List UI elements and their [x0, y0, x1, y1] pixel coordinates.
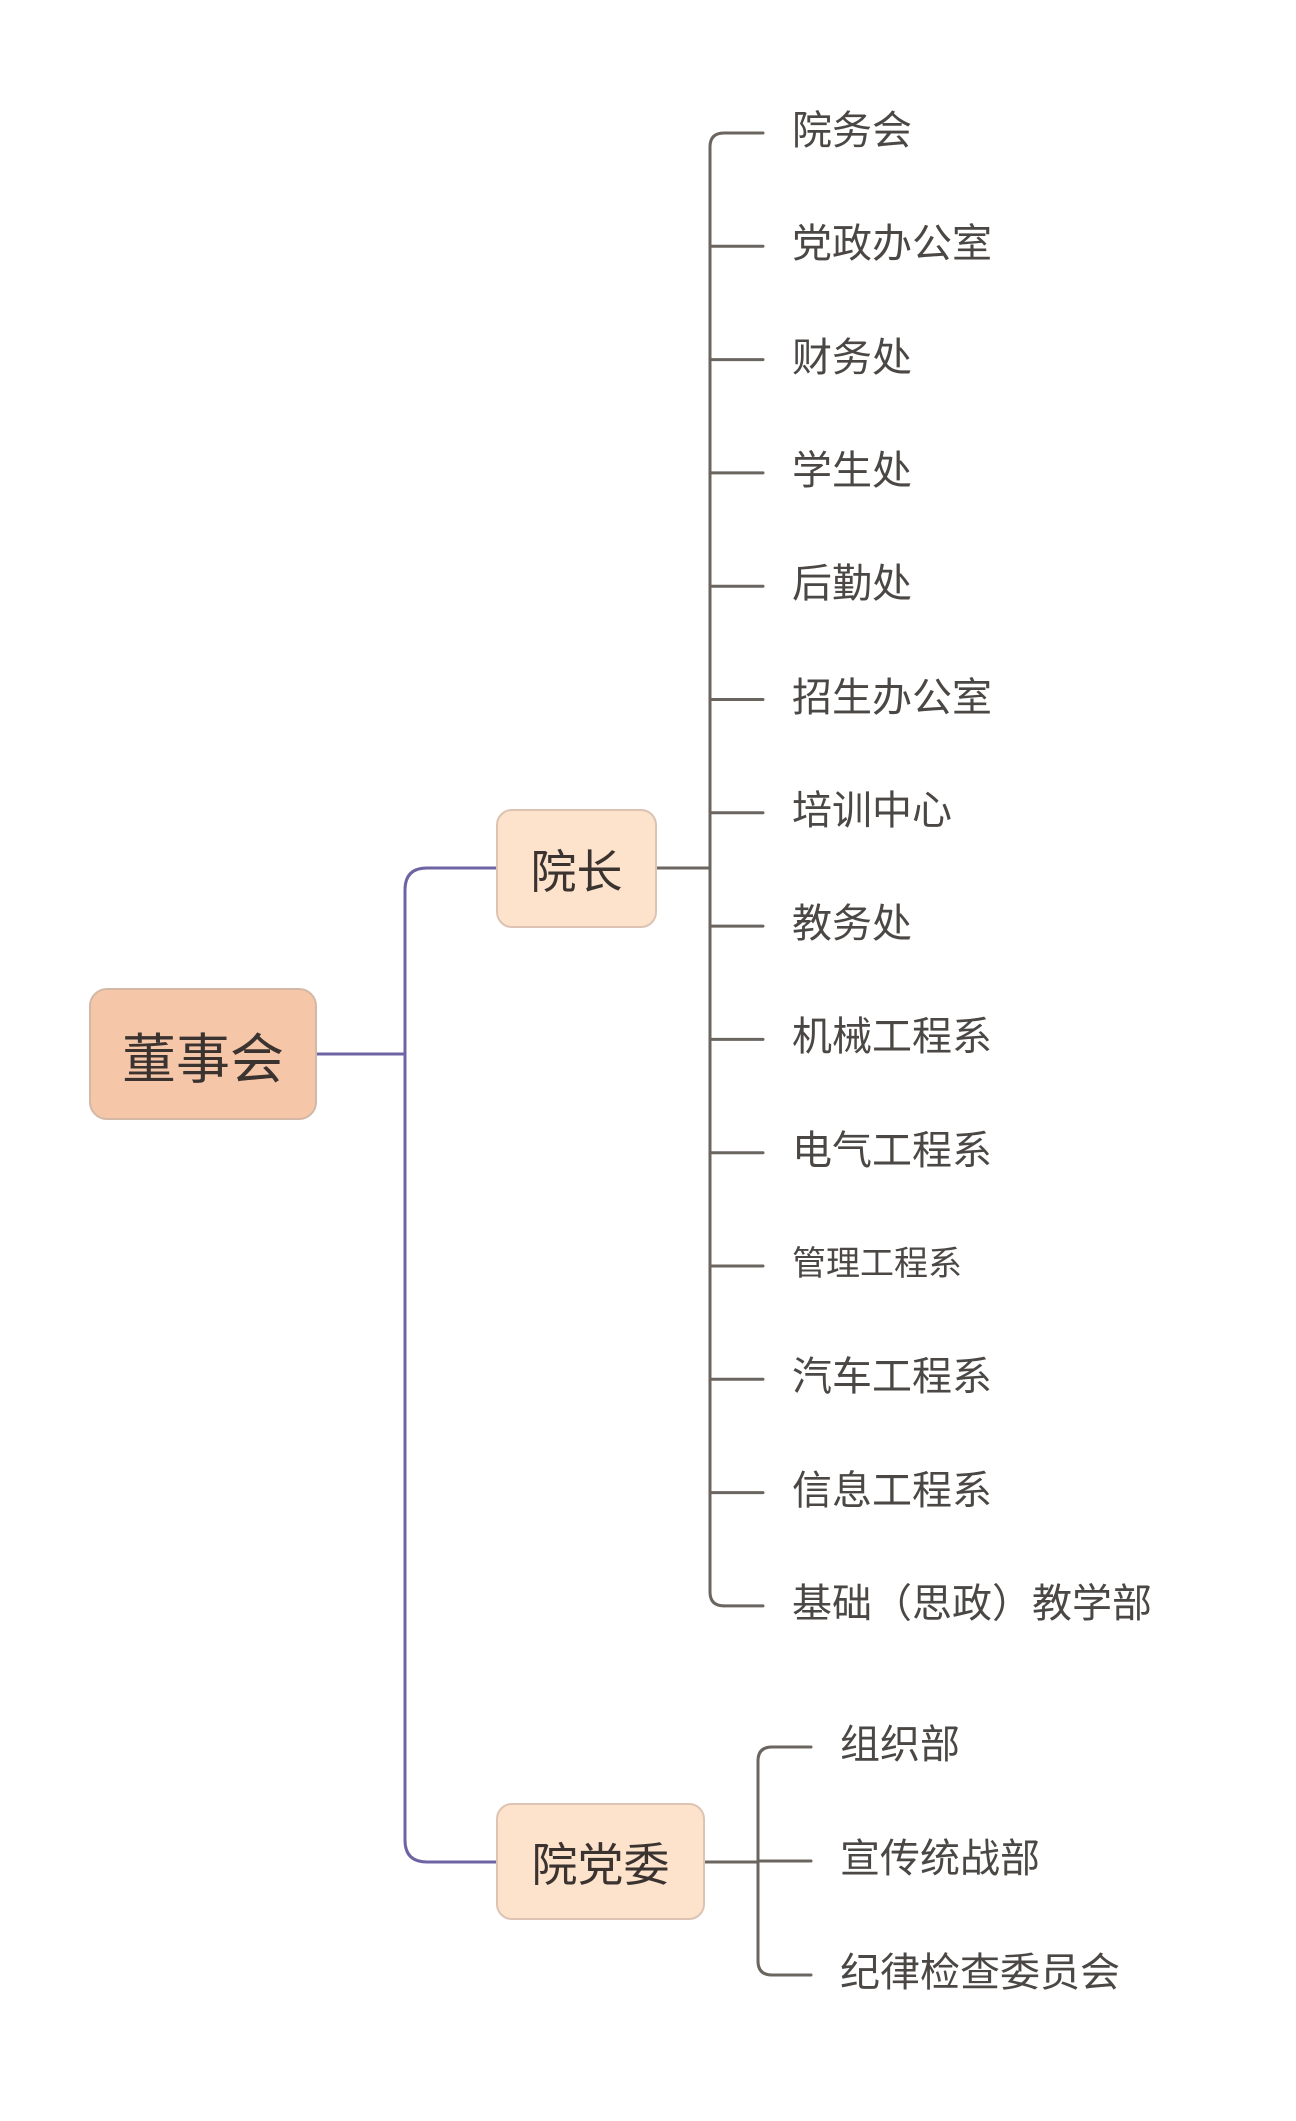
- president-subordinate-item-9[interactable]: 机械工程系: [792, 1014, 992, 1061]
- president-subordinate-item-10[interactable]: 电气工程系: [792, 1127, 992, 1174]
- president-subordinate-item-2[interactable]: 党政办公室: [792, 221, 992, 268]
- president-subordinate-item-12[interactable]: 汽车工程系: [792, 1354, 992, 1401]
- president-subordinate-item-3[interactable]: 财务处: [792, 334, 912, 381]
- president-subordinate-spine: [708, 131, 726, 1608]
- president-subordinate-item-4[interactable]: 学生处: [792, 447, 912, 494]
- connector-root-to-party-committee: [403, 1052, 498, 1864]
- president-subordinate-item-1[interactable]: 院务会: [792, 108, 912, 154]
- president-subordinate-item-6[interactable]: 招生办公室: [792, 674, 992, 721]
- president-subordinate-item-5[interactable]: 后勤处: [792, 561, 912, 608]
- branch-node-party-committee[interactable]: 院党委: [496, 1803, 705, 1920]
- connector-root-to-president: [403, 866, 498, 1056]
- root-node-board[interactable]: 董事会: [89, 988, 317, 1120]
- party-committee-subordinate-item-3[interactable]: 纪律检查委员会: [840, 1950, 1120, 1996]
- president-subordinate-item-14[interactable]: 基础（思政）教学部: [792, 1580, 1152, 1627]
- president-subordinate-item-11[interactable]: 管理工程系: [792, 1244, 962, 1285]
- branch-node-president[interactable]: 院长: [496, 809, 657, 928]
- president-subordinate-item-13[interactable]: 信息工程系: [792, 1467, 992, 1514]
- party-committee-subordinate-item-2[interactable]: 宣传统战部: [840, 1836, 1040, 1882]
- president-subordinate-item-7[interactable]: 培训中心: [792, 787, 952, 834]
- party-committee-subordinate-item-1[interactable]: 组织部: [840, 1722, 960, 1768]
- president-subordinate-item-8[interactable]: 教务处: [792, 901, 912, 948]
